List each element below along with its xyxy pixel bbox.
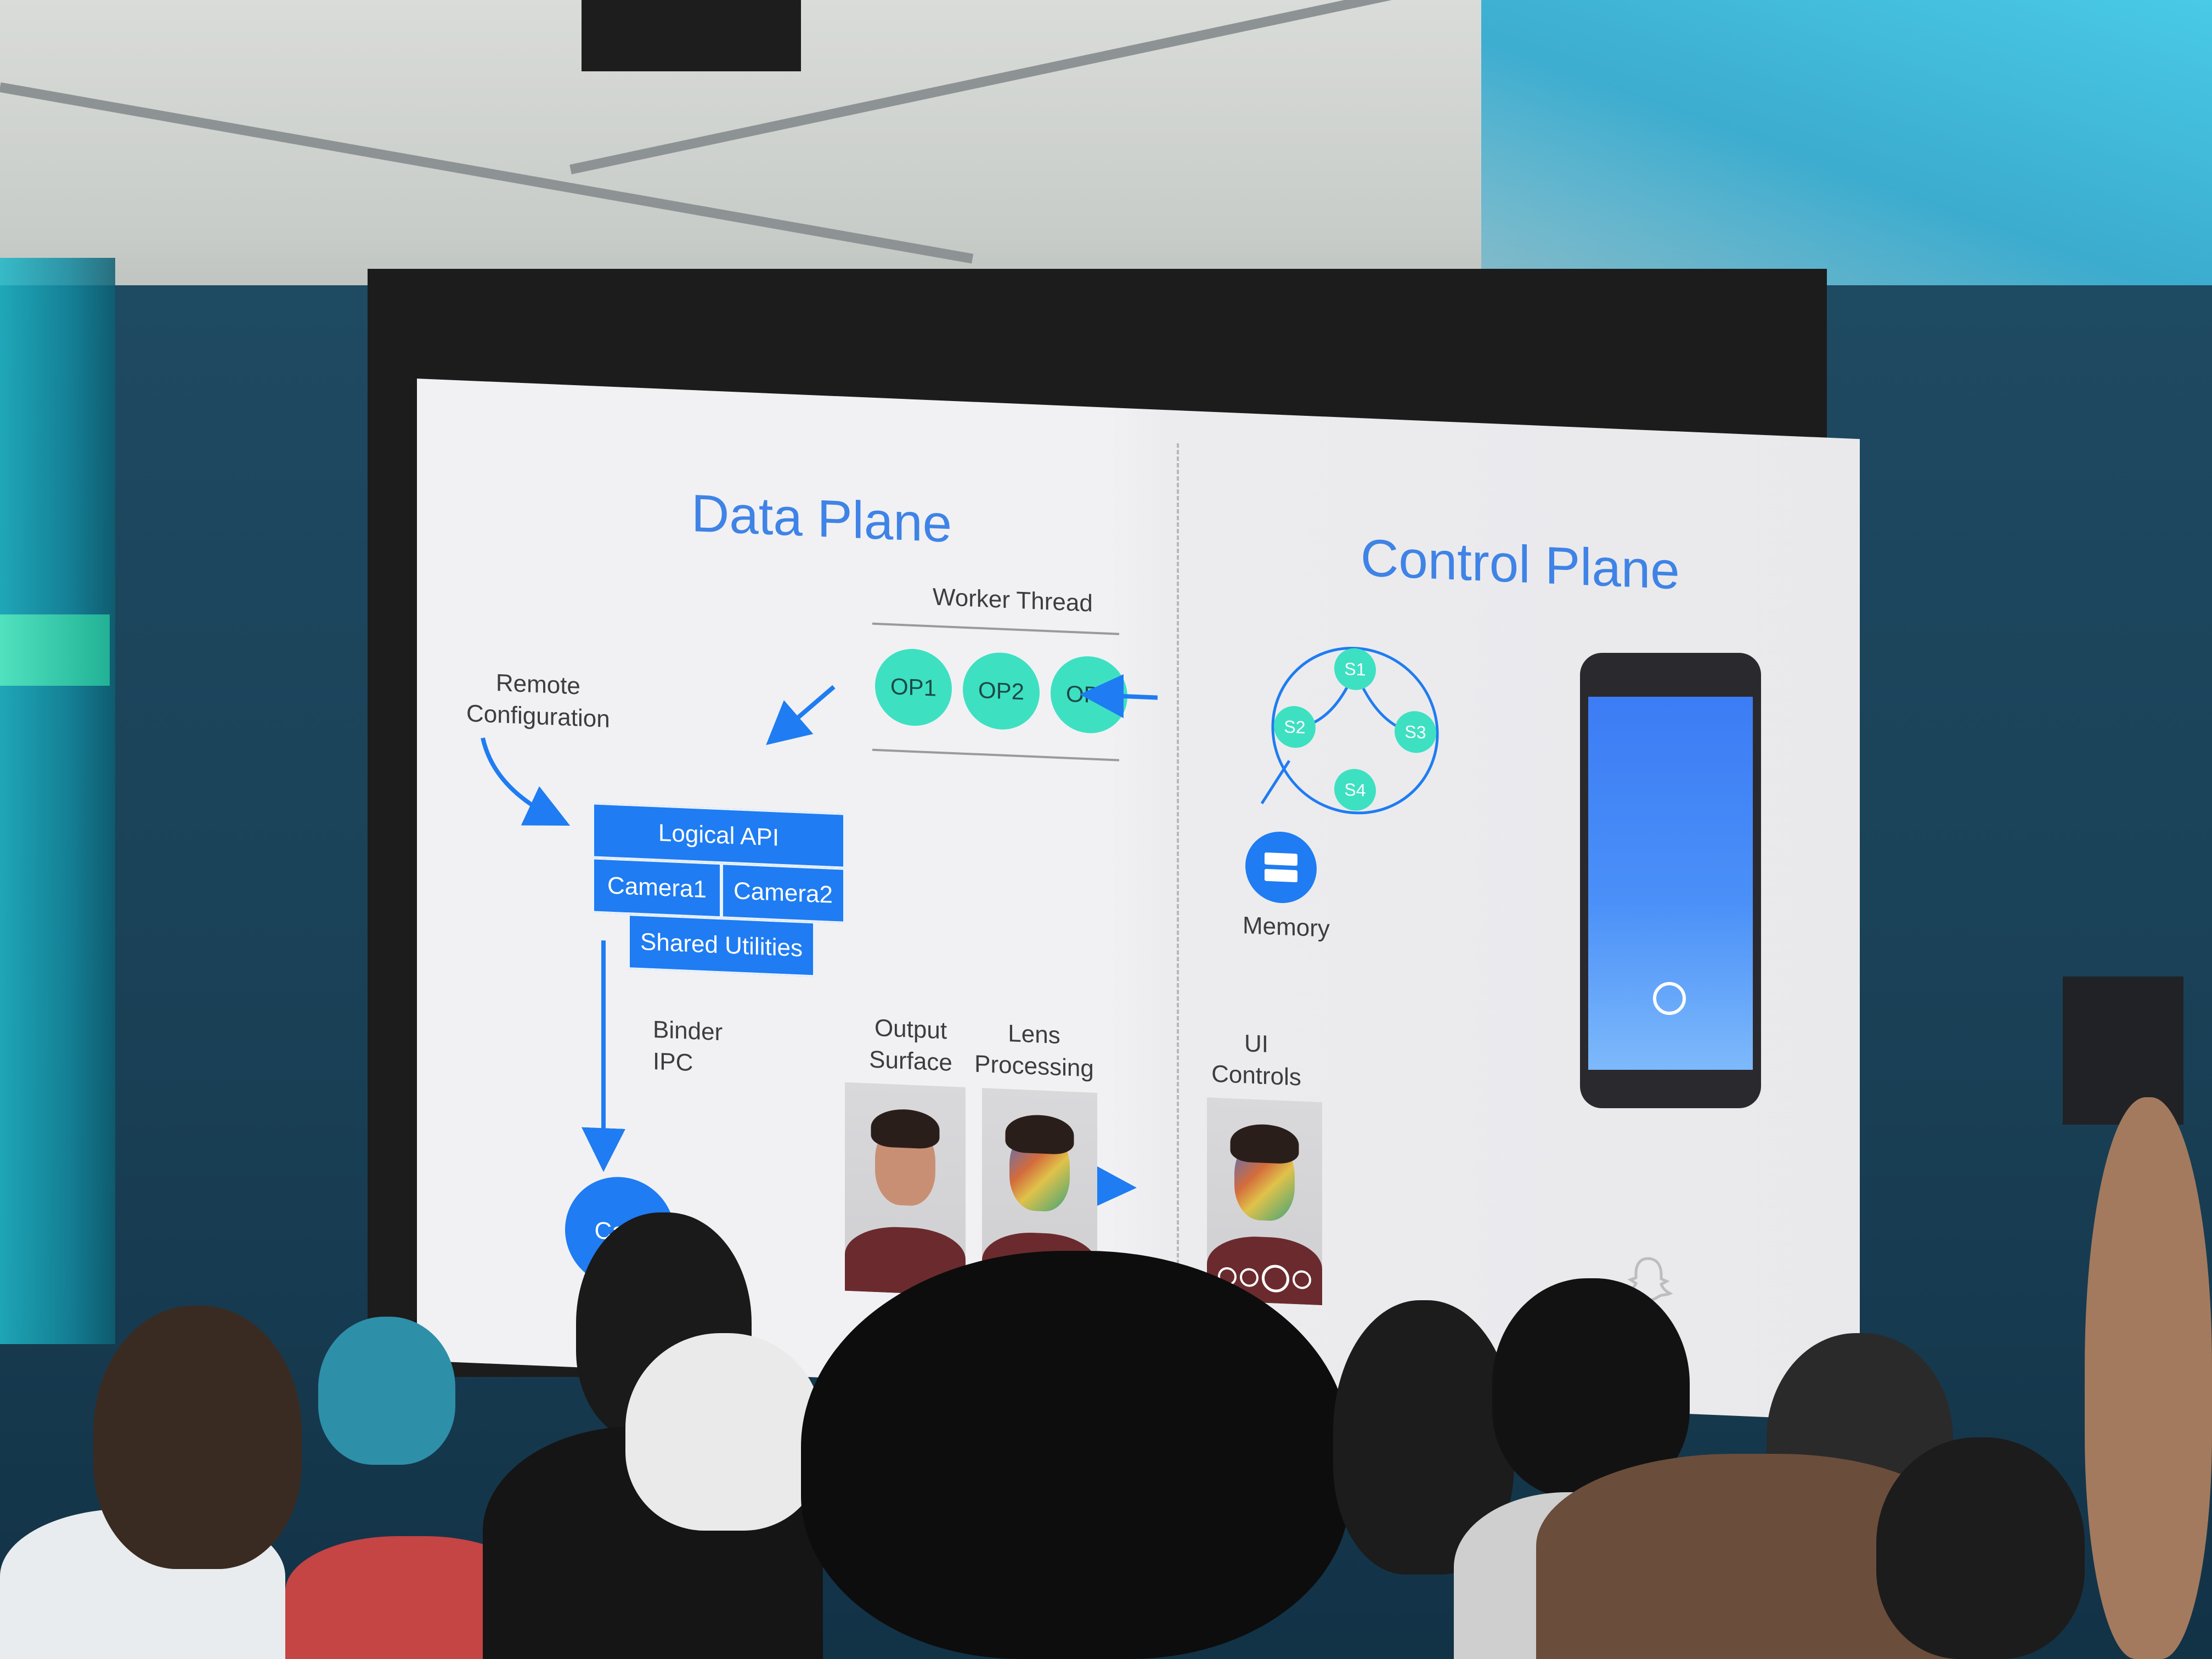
hair bbox=[1005, 1113, 1074, 1155]
ui-label: UI bbox=[1244, 1030, 1268, 1058]
ceiling-speaker bbox=[582, 0, 801, 71]
phone-screen bbox=[1588, 697, 1753, 1070]
surface-label: Surface bbox=[869, 1046, 952, 1076]
processing-label: Processing bbox=[974, 1050, 1094, 1082]
lens-processing-label: Lens Processing bbox=[971, 1016, 1097, 1085]
ui-controls-label: UI Controls bbox=[1201, 1026, 1311, 1094]
output-surface-label: Output Surface bbox=[856, 1012, 966, 1080]
pillar-green-light bbox=[0, 614, 110, 686]
ui-controls-photo bbox=[1207, 1097, 1322, 1306]
controls-label: Controls bbox=[1211, 1060, 1301, 1091]
lens-button-icon bbox=[1240, 1267, 1259, 1288]
stage-speaker bbox=[2063, 977, 2183, 1125]
lens-button-icon bbox=[1293, 1269, 1311, 1290]
hair bbox=[1230, 1123, 1299, 1165]
output-surface-photo bbox=[845, 1082, 966, 1296]
capture-button-icon bbox=[1262, 1264, 1289, 1293]
db-row bbox=[1265, 868, 1297, 883]
audience-member bbox=[625, 1333, 823, 1531]
binder-ipc-label: Binder IPC bbox=[653, 1014, 723, 1080]
control-plane-title: Control Plane bbox=[1361, 528, 1680, 601]
left-display-pillar bbox=[0, 258, 115, 1344]
audience-member bbox=[318, 1317, 455, 1465]
db-row bbox=[1265, 852, 1297, 866]
camera1-box: Camera1 bbox=[592, 857, 721, 918]
audience-member bbox=[2085, 1097, 2212, 1659]
phone-home-button-icon bbox=[1653, 982, 1686, 1015]
shared-utilities-box: Shared Utilities bbox=[628, 914, 815, 977]
audience-member bbox=[93, 1306, 302, 1569]
logical-api-box: Logical API bbox=[592, 803, 845, 868]
binder-label: Binder bbox=[653, 1016, 723, 1046]
audience-member bbox=[1876, 1437, 2085, 1659]
camera2-box: Camera2 bbox=[721, 863, 845, 923]
audience-member bbox=[801, 1251, 1350, 1659]
ipc-label: IPC bbox=[653, 1048, 693, 1077]
output-label: Output bbox=[874, 1014, 947, 1045]
lens-label: Lens bbox=[1008, 1020, 1060, 1049]
hair bbox=[871, 1108, 940, 1149]
memory-label: Memory bbox=[1243, 912, 1330, 943]
